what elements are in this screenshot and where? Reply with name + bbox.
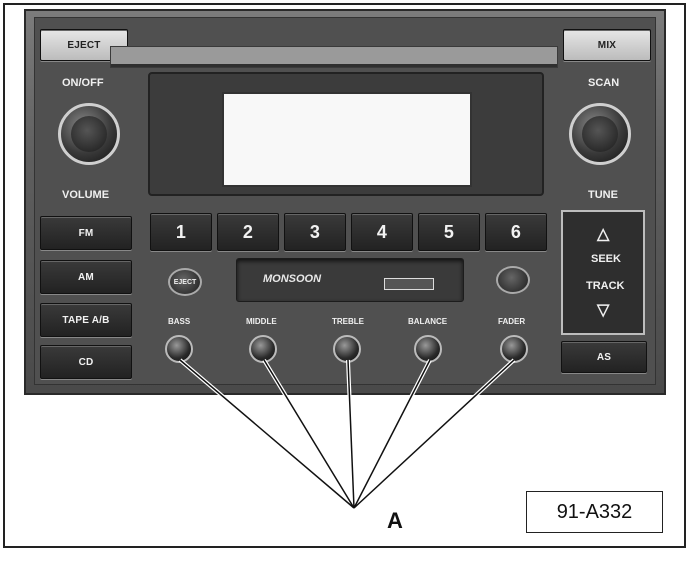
track-label: TRACK <box>586 280 625 292</box>
display-screen <box>222 92 472 187</box>
preset-1-button[interactable]: 1 <box>150 213 212 251</box>
callout-a-label: A <box>387 508 403 533</box>
preset-3-button[interactable]: 3 <box>284 213 346 251</box>
volume-knob[interactable] <box>58 103 120 165</box>
seek-label: SEEK <box>591 253 621 265</box>
fader-label: FADER <box>498 317 526 326</box>
preset-2-label: 2 <box>242 221 254 242</box>
figure-id-box: 91-A332 <box>526 491 663 533</box>
cd-button[interactable]: CD <box>40 345 132 379</box>
preset-1-label: 1 <box>175 221 187 242</box>
cassette-eject-button[interactable]: EJECT <box>168 268 202 296</box>
preset-6-label: 6 <box>510 221 522 242</box>
seek-track-panel <box>561 210 645 335</box>
preset-5-label: 5 <box>443 221 455 242</box>
on-off-label: ON/OFF <box>62 77 104 89</box>
mix-button[interactable]: MIX <box>563 29 651 61</box>
preset-4-button[interactable]: 4 <box>351 213 413 251</box>
preset-5-button[interactable]: 5 <box>418 213 480 251</box>
bass-label: BASS <box>168 317 191 326</box>
seek-down-icon[interactable]: ▽ <box>597 302 610 319</box>
fm-button[interactable]: FM <box>40 216 132 250</box>
middle-label: MIDDLE <box>246 317 277 326</box>
scan-label: SCAN <box>588 77 620 89</box>
cd-slot[interactable] <box>110 46 558 68</box>
balance-knob[interactable] <box>414 335 442 363</box>
preset-4-label: 4 <box>376 221 388 242</box>
preset-2-button[interactable]: 2 <box>217 213 279 251</box>
bass-knob[interactable] <box>165 335 193 363</box>
dolby-badge <box>384 278 434 290</box>
preset-3-label: 3 <box>309 221 321 242</box>
am-button[interactable]: AM <box>40 260 132 294</box>
treble-label: TREBLE <box>332 317 364 326</box>
balance-label: BALANCE <box>408 317 448 326</box>
as-button[interactable]: AS <box>561 341 647 373</box>
seek-up-icon[interactable]: △ <box>597 226 610 243</box>
middle-knob[interactable] <box>249 335 277 363</box>
monsoon-logo: MONSOON <box>263 273 322 285</box>
preset-6-button[interactable]: 6 <box>485 213 547 251</box>
cassette-dolby-button[interactable] <box>496 266 530 294</box>
tape-ab-button[interactable]: TAPE A/B <box>40 303 132 337</box>
tune-label: TUNE <box>588 189 618 201</box>
volume-label: VOLUME <box>62 189 110 201</box>
tune-knob[interactable] <box>569 103 631 165</box>
